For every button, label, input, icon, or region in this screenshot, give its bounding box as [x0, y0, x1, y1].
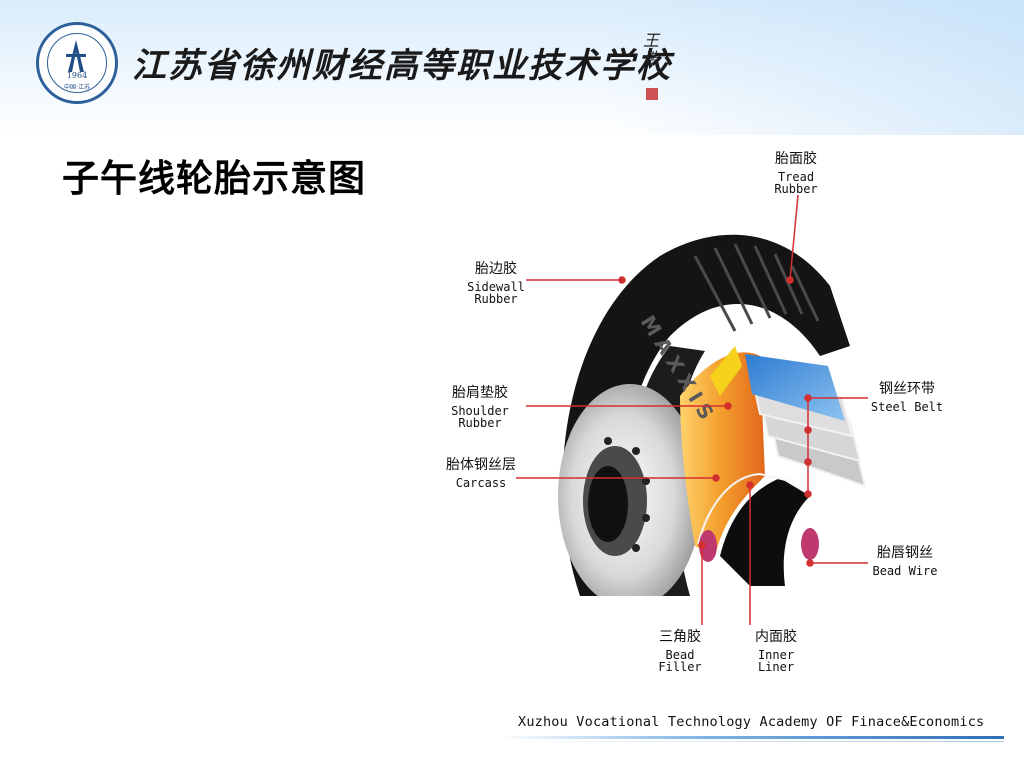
school-logo: 1964 中国·江苏: [36, 22, 118, 104]
school-name: 江苏省徐州财经高等职业技术学校: [132, 46, 672, 86]
header-band: [0, 0, 1024, 135]
lug-hole: [642, 514, 650, 522]
label-inner-liner: 内面胶 Inner Liner: [738, 630, 814, 673]
label-inner-liner-zh: 内面胶: [755, 629, 797, 645]
label-sidewall-rubber: 胎边胶 Sidewall Rubber: [446, 262, 546, 305]
shoulder-yellow: [710, 346, 742, 396]
lug-hole: [632, 447, 640, 455]
wheel-hub-center: [588, 466, 628, 542]
footer-rule: [500, 736, 1004, 739]
label-shoulder-rubber: 胎肩垫胶 Shoulder Rubber: [430, 386, 530, 429]
label-bead-wire: 胎唇钢丝 Bead Wire: [868, 546, 942, 577]
steel-belt-blue: [745, 354, 845, 421]
carcass-edge-line: [697, 472, 791, 545]
label-bead-wire-zh: 胎唇钢丝: [877, 545, 933, 561]
lug-hole: [604, 437, 612, 445]
lug-hole: [632, 544, 640, 552]
label-bead-filler: 三角胶 Bead Filler: [642, 630, 718, 673]
red-seal-stamp: [646, 88, 658, 100]
label-bead-filler-en: Bead Filler: [658, 648, 702, 674]
logo-emblem: 1964 中国·江苏: [47, 33, 107, 93]
label-shoulder-rubber-zh: 胎肩垫胶: [452, 385, 508, 401]
logo-tower-icon: [66, 40, 86, 72]
label-bead-filler-zh: 三角胶: [659, 629, 701, 645]
bead-left: [699, 530, 717, 562]
label-carcass-en: Carcass: [455, 476, 507, 490]
label-carcass: 胎体钢丝层 Carcass: [436, 458, 526, 489]
tread-grooves: [693, 243, 820, 332]
label-steel-belt-zh: 钢丝环带: [879, 381, 935, 397]
label-bead-wire-en: Bead Wire: [872, 564, 938, 578]
tire-cutaway-diagram: MAXXIS: [558, 234, 867, 596]
lug-hole: [642, 477, 650, 485]
label-tread-rubber-zh: 胎面胶: [775, 151, 817, 167]
logo-year: 1964: [66, 71, 88, 80]
slide-title: 子午线轮胎示意图: [62, 157, 366, 200]
label-steel-belt-en: Steel Belt: [870, 400, 944, 414]
logo-place: 中国·江苏: [64, 84, 90, 91]
label-tread-rubber: 胎面胶 Tread Rubber: [756, 152, 836, 195]
calligrapher-signature: 王浩: [642, 31, 659, 68]
label-inner-liner-en: Inner Liner: [757, 648, 795, 674]
footer-academy-name: Xuzhou Vocational Technology Academy OF …: [518, 714, 985, 730]
label-carcass-zh: 胎体钢丝层: [446, 457, 516, 473]
carcass-orange-layer: [680, 352, 765, 556]
label-sidewall-rubber-en: Sidewall Rubber: [467, 280, 525, 306]
label-sidewall-rubber-zh: 胎边胶: [475, 261, 517, 277]
bead-right: [801, 528, 819, 560]
tire-outer: [562, 234, 850, 596]
footer-rule-thin: [500, 741, 1004, 742]
label-tread-rubber-en: Tread Rubber: [774, 170, 818, 196]
inner-liner-white: [720, 478, 810, 586]
label-shoulder-rubber-en: Shoulder Rubber: [451, 404, 509, 430]
label-steel-belt: 钢丝环带 Steel Belt: [868, 382, 946, 413]
